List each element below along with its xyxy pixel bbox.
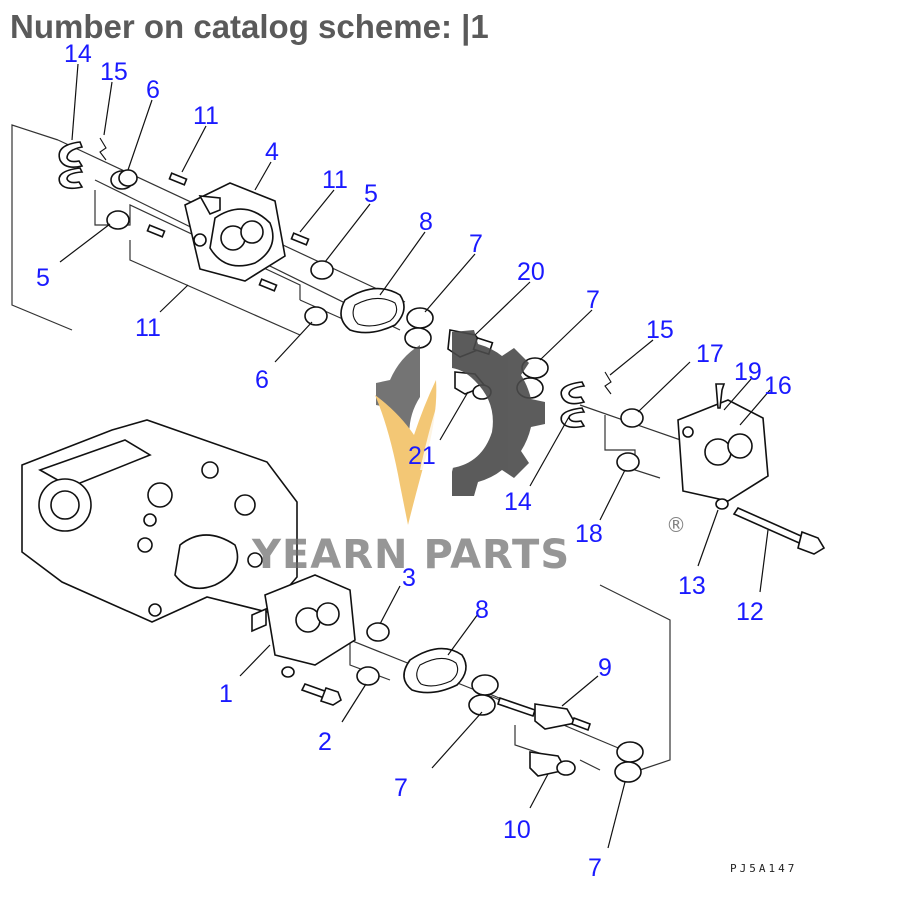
bushing-6-upper bbox=[110, 169, 138, 190]
callout-label: 15 bbox=[646, 316, 674, 344]
pump-body-4 bbox=[184, 182, 286, 282]
callout-labels: 14 15 6 11 4 11 5 8 7 20 7 5 11 6 15 17 … bbox=[36, 40, 792, 882]
callout-label: 1 bbox=[219, 680, 233, 708]
callout-label: 14 bbox=[504, 488, 532, 516]
callout-label: 7 bbox=[588, 854, 602, 882]
bushing-5-left bbox=[106, 210, 130, 230]
callout-label: 8 bbox=[475, 596, 489, 624]
callout-label: 7 bbox=[394, 774, 408, 802]
callout-label: 2 bbox=[318, 728, 332, 756]
watermark-brand: YEARN PARTS bbox=[251, 532, 570, 578]
watermark-registered-mark: ® bbox=[666, 513, 686, 537]
callout-label: 7 bbox=[469, 230, 483, 258]
drawing-code: PJ5A147 bbox=[730, 862, 797, 875]
bushing-5-right bbox=[310, 260, 334, 280]
callout-label: 11 bbox=[193, 102, 219, 130]
plug-19 bbox=[715, 383, 726, 409]
spring-pin-15-lower bbox=[604, 371, 612, 395]
driven-gear-10 bbox=[529, 751, 576, 777]
bolt-12 bbox=[732, 506, 826, 555]
callout-label: 21 bbox=[408, 442, 436, 470]
callout-label: 8 bbox=[419, 208, 433, 236]
callout-label: 5 bbox=[364, 180, 378, 208]
callout-label: 6 bbox=[146, 76, 160, 104]
callout-label: 13 bbox=[678, 572, 706, 600]
drive-gear-9 bbox=[496, 696, 592, 732]
callout-label: 5 bbox=[36, 264, 50, 292]
callout-label: 11 bbox=[322, 166, 348, 194]
callout-label: 11 bbox=[135, 314, 161, 342]
callout-label: 18 bbox=[575, 520, 603, 548]
bushing-18 bbox=[616, 452, 640, 472]
page-title: Number on catalog scheme: |1 bbox=[10, 8, 489, 45]
callout-label: 16 bbox=[764, 372, 792, 400]
callout-label: 3 bbox=[402, 564, 416, 592]
gasket-8-lower bbox=[403, 647, 467, 694]
callout-label: 9 bbox=[598, 654, 612, 682]
callout-label: 20 bbox=[517, 258, 545, 286]
seal-7-lower-right bbox=[614, 741, 644, 783]
gasket-8-upper bbox=[340, 287, 405, 334]
rear-cover-16 bbox=[677, 399, 769, 502]
callout-label: 10 bbox=[503, 816, 531, 844]
callout-label: 17 bbox=[696, 340, 724, 368]
callout-label: 6 bbox=[255, 366, 269, 394]
callout-label: 19 bbox=[734, 358, 762, 386]
snap-ring-14-upper bbox=[58, 141, 84, 190]
spring-pin-15-upper bbox=[99, 137, 107, 161]
washer-13 bbox=[715, 498, 729, 510]
leader-lines bbox=[59, 63, 771, 849]
watermark-gear-icon bbox=[452, 330, 545, 496]
callout-label: 12 bbox=[736, 598, 764, 626]
bushing-17 bbox=[620, 408, 644, 428]
front-body-3 bbox=[251, 574, 390, 666]
seal-7-lower-left bbox=[468, 674, 499, 716]
watermark-logo: YEARN PARTS ® bbox=[251, 330, 686, 578]
callout-label: 4 bbox=[265, 138, 279, 166]
bushing-6-lower bbox=[304, 306, 328, 326]
watermark-flame-icon bbox=[375, 380, 437, 525]
callout-label: 15 bbox=[100, 58, 128, 86]
pump-housing-1 bbox=[21, 419, 298, 623]
callout-label: 14 bbox=[64, 40, 92, 68]
seal-7-upper-left bbox=[404, 307, 434, 349]
bushing-2 bbox=[356, 666, 380, 686]
snap-ring-14-lower bbox=[560, 381, 586, 429]
callout-label: 7 bbox=[586, 286, 600, 314]
dowel-pins-11 bbox=[146, 172, 310, 292]
small-oring-and-bolt bbox=[281, 666, 342, 706]
